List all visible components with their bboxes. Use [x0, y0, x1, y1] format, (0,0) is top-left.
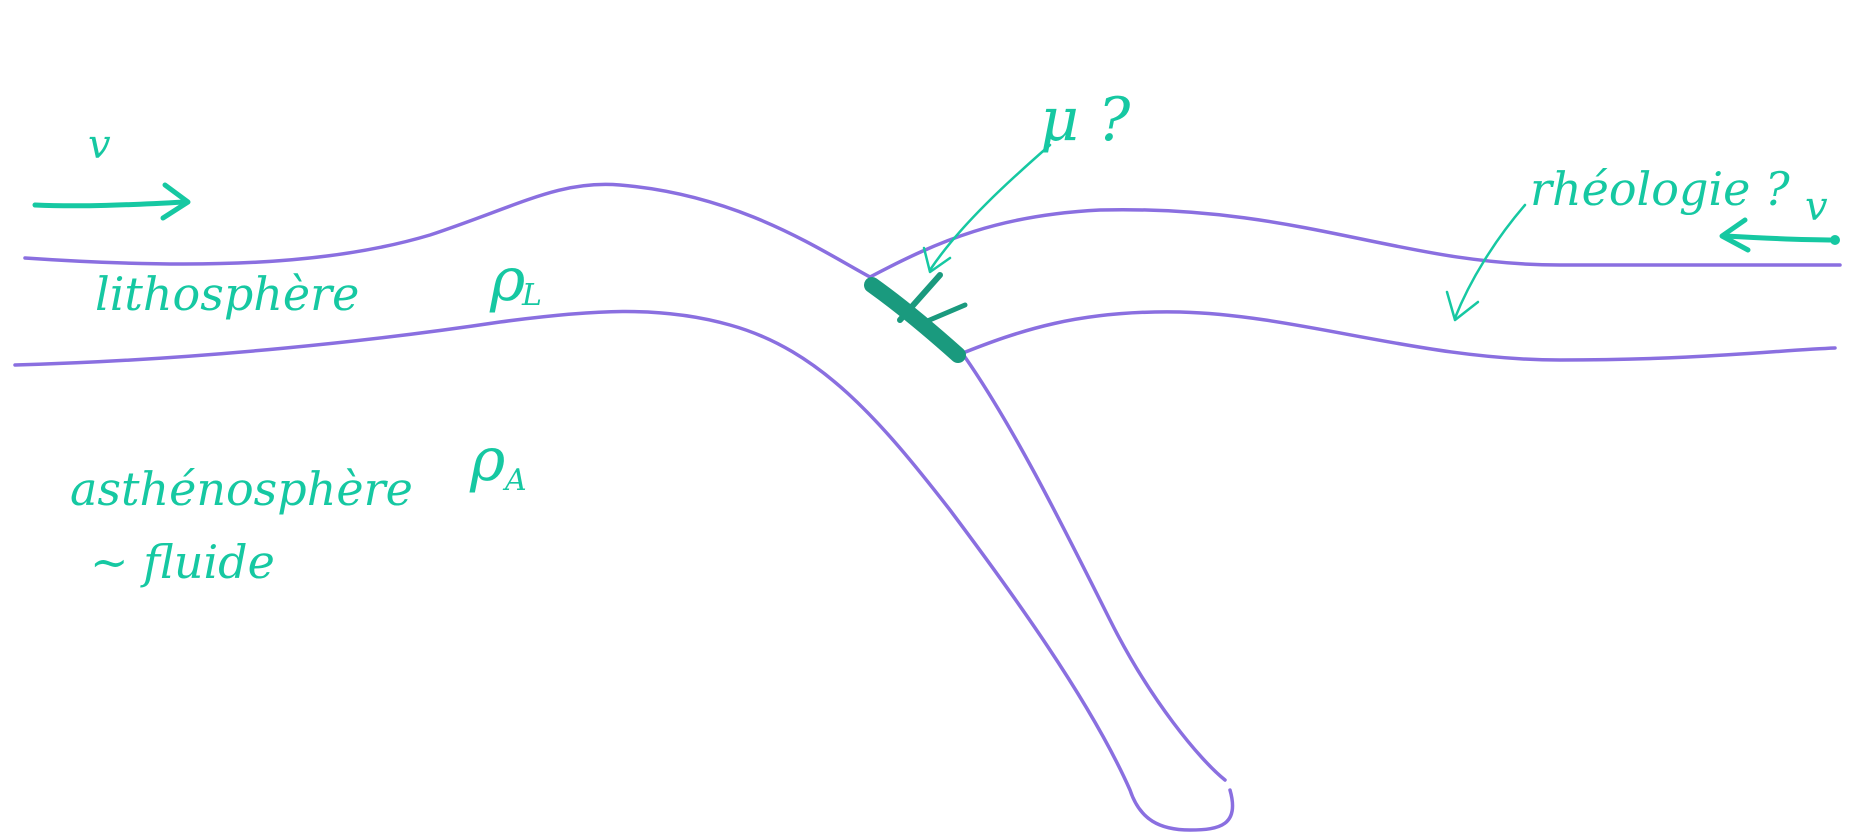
fluid-note-label: ~ fluide	[90, 535, 275, 589]
arrow-left-icon	[1719, 217, 1840, 253]
subducting-plate-top-outline	[23, 182, 872, 279]
lithosphere-label: lithosphère	[95, 267, 359, 321]
overriding-plate-top-outline	[868, 207, 1842, 279]
subducting-plate-bottom-outline	[13, 309, 1235, 832]
slab-lower-outline	[958, 348, 1227, 782]
velocity-label-right: v	[1805, 184, 1828, 230]
fault-contact-icon	[864, 272, 968, 363]
arrow-right-icon	[32, 182, 191, 221]
friction-label: μ ?	[1040, 85, 1131, 155]
rho-lithosphere-symbol: ρ	[489, 245, 525, 315]
rho-lithosphere-subscript: L	[521, 278, 542, 313]
rheology-label: rhéologie ?	[1530, 162, 1790, 216]
rho-asthenosphere-subscript: A	[502, 463, 527, 498]
rho-asthenosphere-symbol: ρ	[469, 425, 505, 495]
velocity-label-left: v	[88, 122, 111, 168]
asthenosphere-label: asthénosphère	[70, 462, 413, 516]
pointer-arrow-icon	[1445, 203, 1527, 322]
overriding-plate-bottom-outline	[956, 310, 1837, 362]
pointer-arrow-icon	[922, 143, 1052, 274]
